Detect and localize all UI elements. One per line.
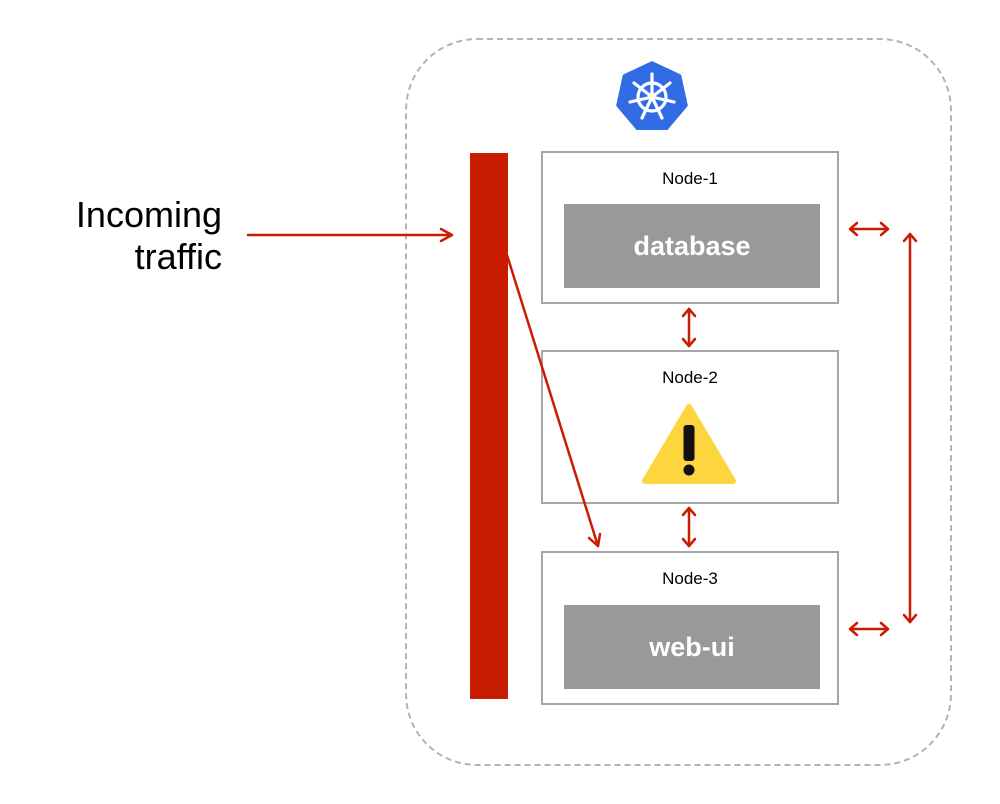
ingress-to-node-3-arrow — [505, 253, 602, 548]
node-1-node-2-link-arrow — [681, 307, 697, 348]
web-ui-pod: web-ui — [564, 605, 820, 689]
incoming-traffic-arrow — [246, 227, 454, 243]
node-3-box: Node-3 web-ui — [541, 551, 839, 705]
incoming-traffic-label: Incoming traffic — [40, 194, 222, 278]
warning-icon — [642, 404, 736, 484]
node-1-side-arrow — [848, 221, 890, 237]
ingress-load-balancer-bar — [470, 153, 508, 699]
node-2-node-3-link-arrow — [681, 506, 697, 548]
node-3-title: Node-3 — [662, 569, 718, 588]
node-1-node-3-vertical-arrow — [902, 232, 918, 624]
node-1-title: Node-1 — [662, 169, 718, 188]
node-3-side-arrow — [848, 621, 890, 637]
database-pod: database — [564, 204, 820, 288]
node-2-title: Node-2 — [662, 368, 718, 387]
cluster-boundary — [405, 38, 952, 766]
incoming-label-line-2: traffic — [134, 236, 222, 277]
kubernetes-helm-icon — [613, 58, 691, 132]
node-1-box: Node-1 database — [541, 151, 839, 304]
incoming-label-line-1: Incoming — [75, 194, 222, 235]
